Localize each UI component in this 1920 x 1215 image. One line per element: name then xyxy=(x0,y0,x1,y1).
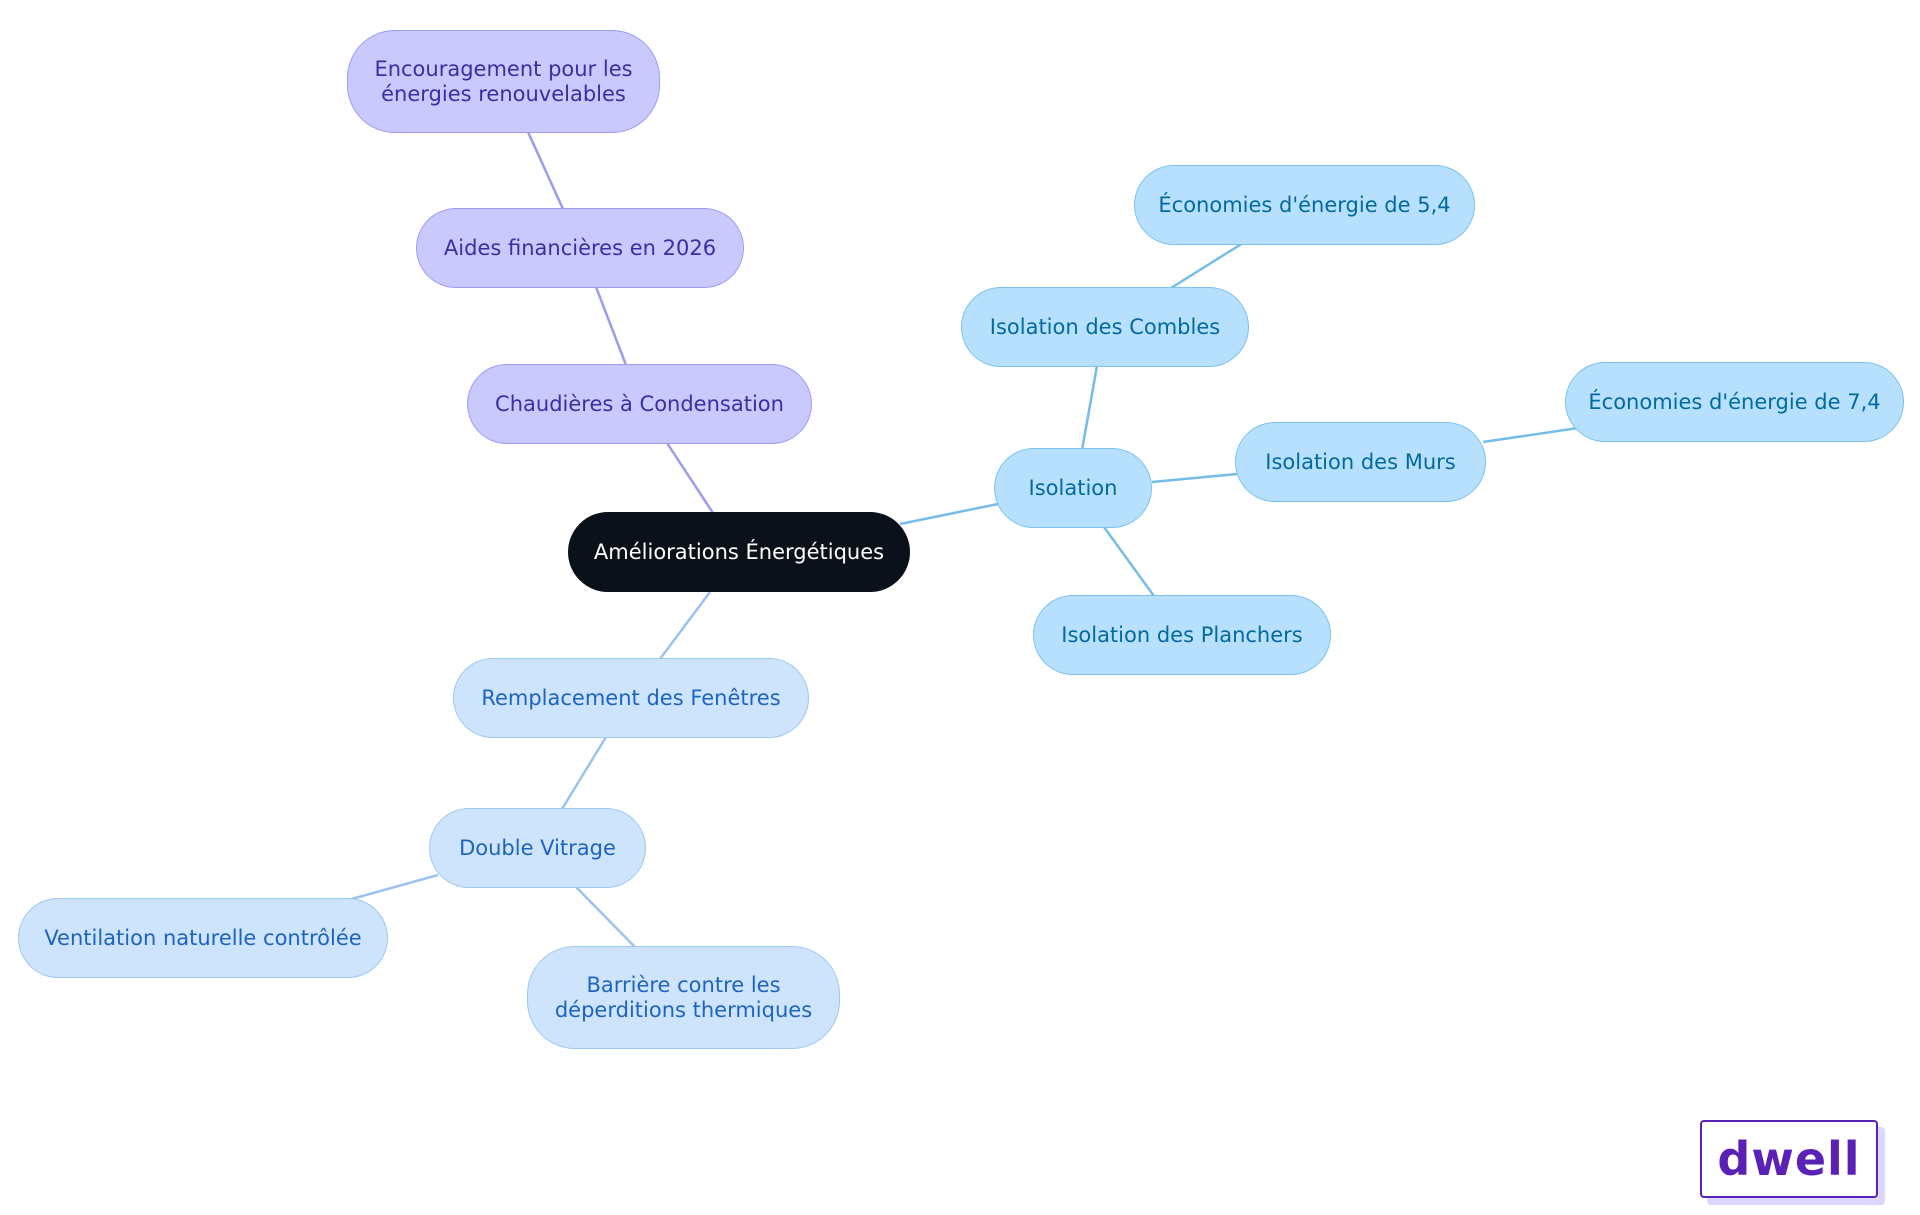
node-insulation[interactable]: Isolation xyxy=(994,448,1152,528)
edge-double-barrier xyxy=(575,886,636,948)
node-thermal-barrier[interactable]: Barrière contre les déperditions thermiq… xyxy=(527,946,840,1049)
edge-insulation-floors xyxy=(1102,526,1156,597)
edge-double-ventilation xyxy=(347,873,439,902)
edge-windows-double xyxy=(560,736,608,810)
node-renewable-encouragement[interactable]: Encouragement pour les énergies renouvel… xyxy=(347,30,660,133)
node-condensing-boilers[interactable]: Chaudières à Condensation xyxy=(467,364,812,444)
edge-insulation-walls xyxy=(1151,472,1238,484)
edge-root-boilers xyxy=(665,442,715,514)
edge-attics-savings xyxy=(1170,241,1244,290)
edge-boilers-aid xyxy=(594,286,628,366)
node-floor-insulation[interactable]: Isolation des Planchers xyxy=(1033,595,1331,675)
dwell-logo: dwell xyxy=(1700,1120,1878,1198)
edge-insulation-attics xyxy=(1080,365,1099,451)
node-controlled-ventilation[interactable]: Ventilation naturelle contrôlée xyxy=(18,898,388,978)
node-double-glazing[interactable]: Double Vitrage xyxy=(429,808,646,888)
node-attic-savings[interactable]: Économies d'énergie de 5,4 xyxy=(1134,165,1475,245)
edge-walls-savings xyxy=(1482,426,1579,444)
node-window-replacement[interactable]: Remplacement des Fenêtres xyxy=(453,658,809,738)
edge-aid-renewables xyxy=(526,131,565,210)
node-wall-insulation[interactable]: Isolation des Murs xyxy=(1235,422,1486,502)
node-financial-aid-2026[interactable]: Aides financières en 2026 xyxy=(416,208,744,288)
logo-text: dwell xyxy=(1717,1132,1861,1186)
edge-root-windows xyxy=(658,591,712,660)
node-attic-insulation[interactable]: Isolation des Combles xyxy=(961,287,1249,367)
root-node[interactable]: Améliorations Énergétiques xyxy=(568,512,910,592)
edge-root-insulation xyxy=(899,502,999,526)
node-wall-savings[interactable]: Économies d'énergie de 7,4 xyxy=(1565,362,1904,442)
